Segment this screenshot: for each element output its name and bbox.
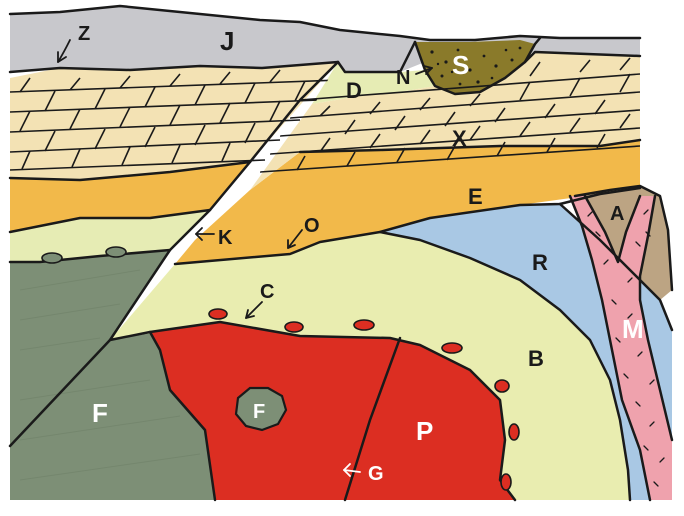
label-x: X (452, 126, 467, 151)
label-g: G (368, 463, 384, 485)
label-k: K (218, 227, 233, 249)
label-d: D (346, 78, 362, 103)
label-z: Z (78, 23, 90, 45)
label-f-left: F (92, 398, 108, 428)
label-c: C (260, 281, 274, 303)
label-s: S (452, 50, 469, 80)
label-o: O (304, 215, 320, 237)
label-a: A (610, 203, 624, 225)
label-j: J (220, 26, 234, 56)
label-n: N (396, 67, 410, 89)
label-e: E (468, 184, 483, 209)
label-p: P (416, 416, 433, 446)
label-r: R (532, 250, 548, 275)
label-f-inclusion: F (253, 401, 265, 423)
label-b: B (528, 346, 544, 371)
label-m: M (622, 314, 644, 344)
